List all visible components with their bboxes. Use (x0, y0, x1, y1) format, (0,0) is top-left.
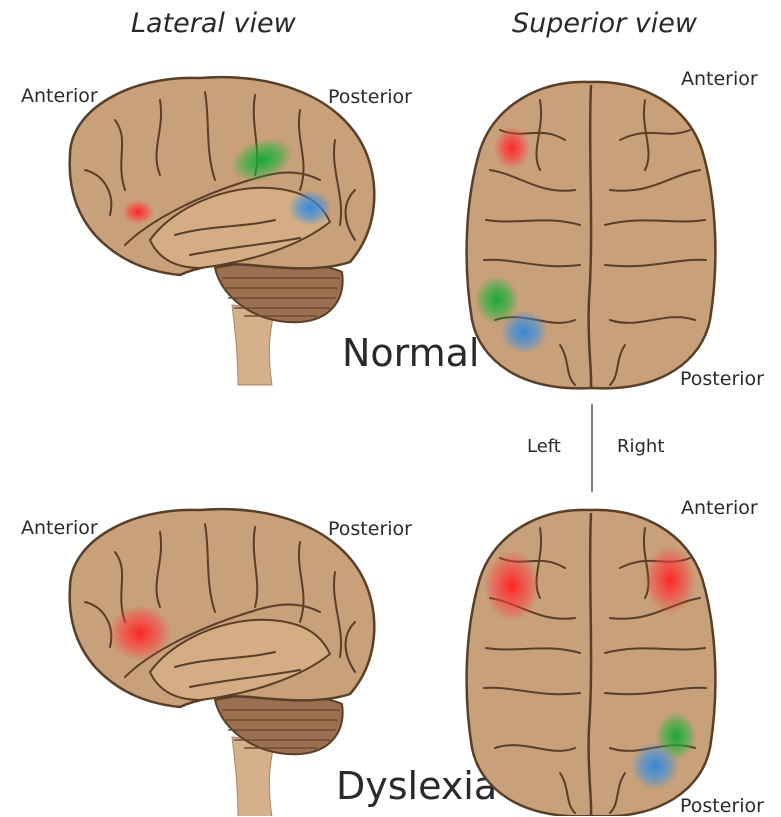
superior-brain-normal (467, 82, 716, 388)
activation-red-lateral-normal (122, 200, 154, 224)
superior-brain-dyslexia (467, 510, 716, 816)
activation-red-superior-normal (494, 126, 530, 170)
activation-blue-lateral-normal (288, 190, 332, 226)
activation-red-lateral-dyslexia (108, 605, 172, 661)
lateral-brain-normal (70, 77, 375, 385)
activation-blue-superior-normal (500, 310, 548, 354)
activation-blue-superior-dyslexia (631, 742, 679, 790)
activation-red-superior-dyslexia-right (644, 546, 696, 614)
activation-red-superior-dyslexia-left (484, 550, 540, 622)
lateral-brain-dyslexia (70, 509, 375, 816)
